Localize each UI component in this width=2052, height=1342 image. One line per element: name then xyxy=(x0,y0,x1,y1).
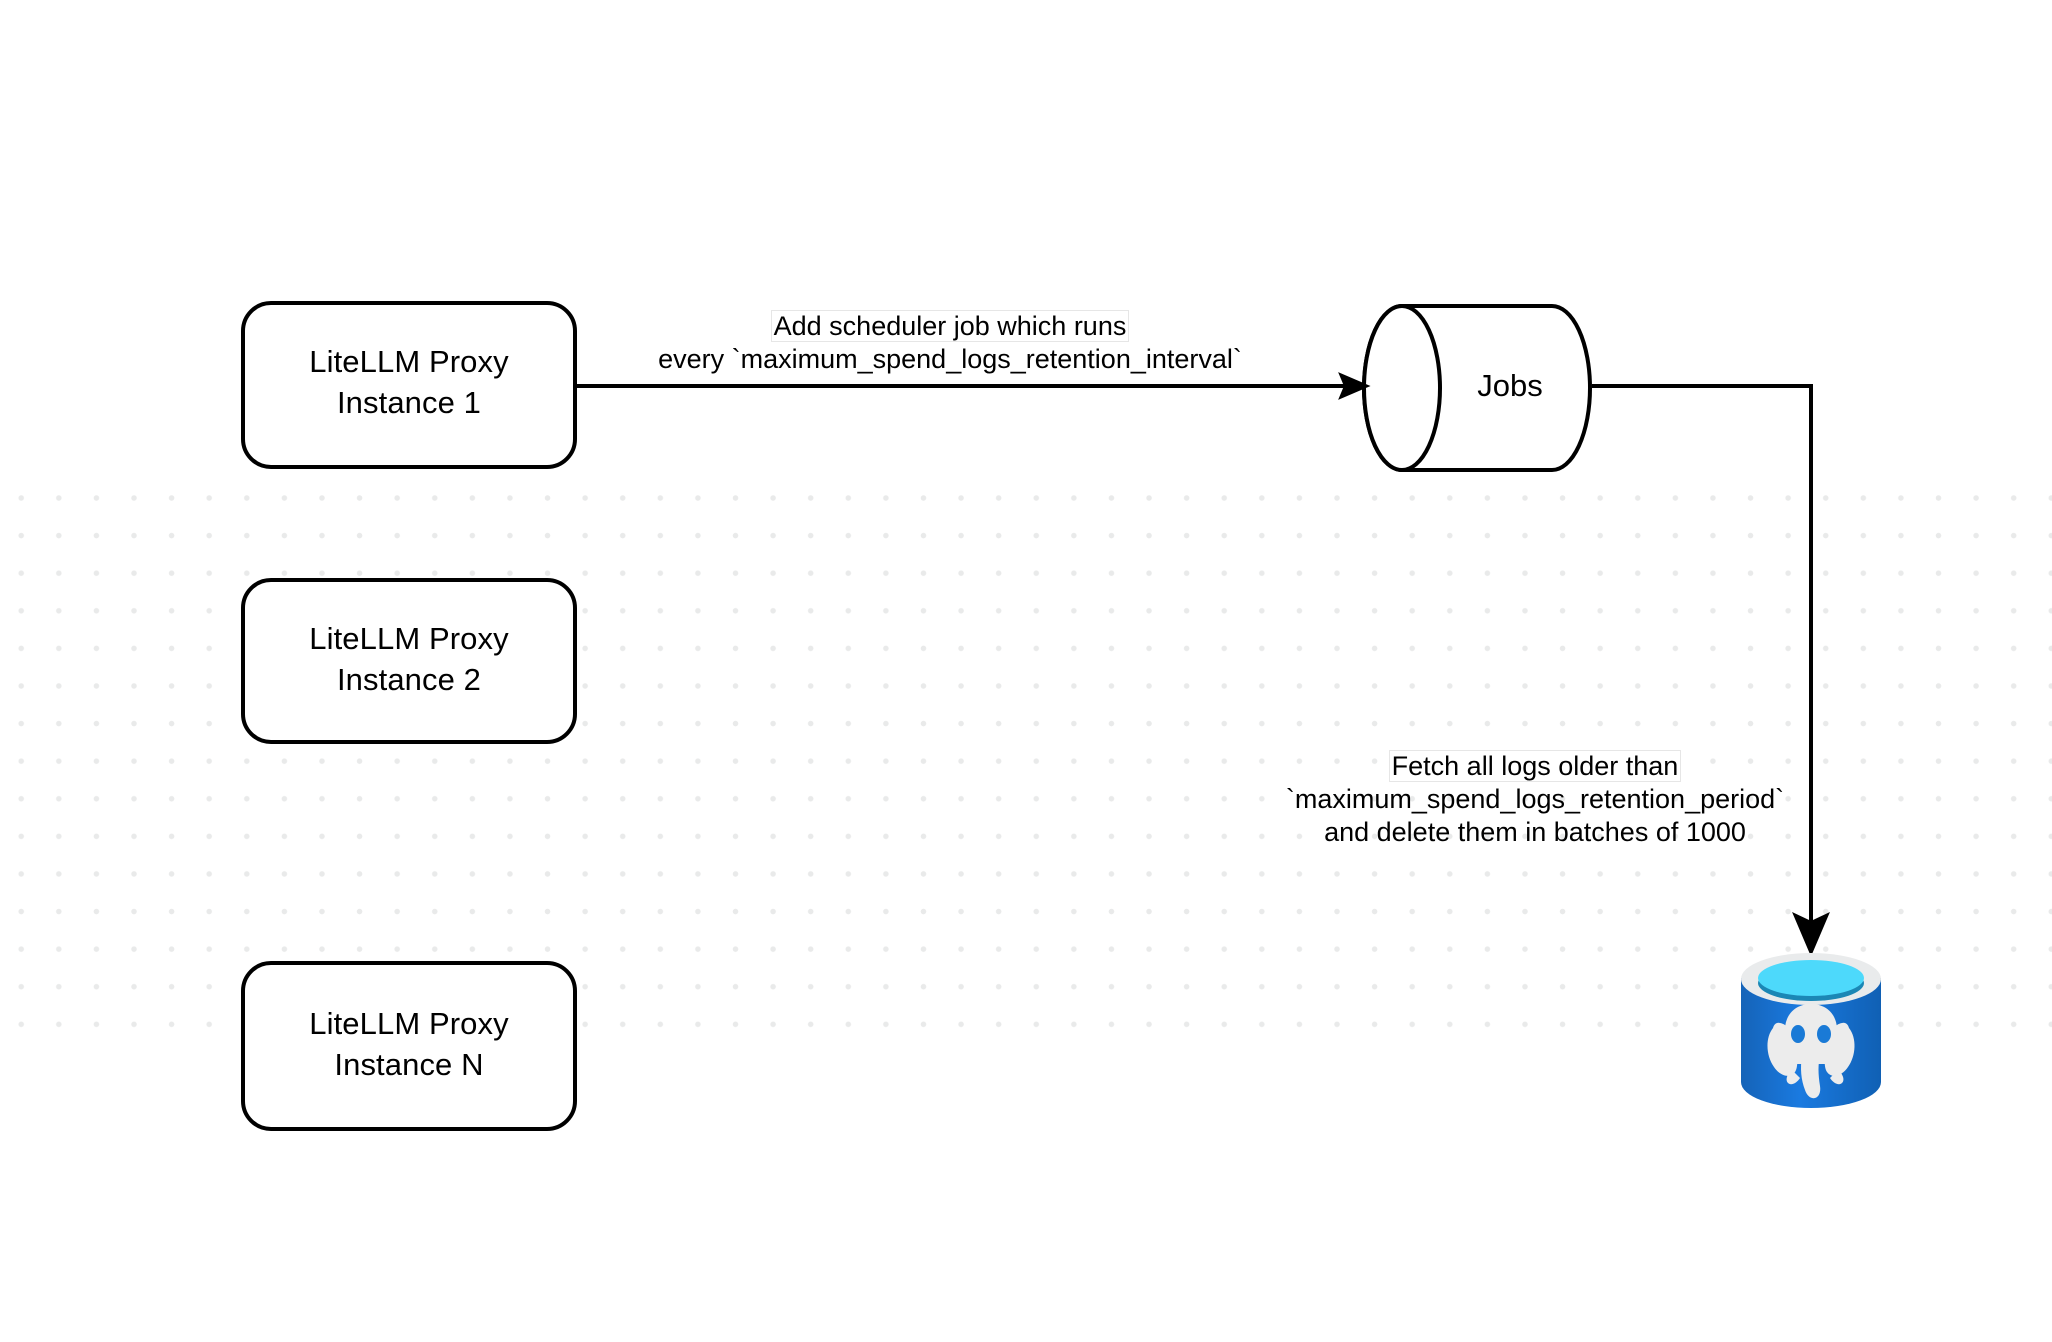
postgres-liquid xyxy=(1758,960,1864,996)
node-jobs-shape[interactable] xyxy=(1362,304,1592,472)
edge-jobs-postgres-arrow xyxy=(1592,384,1830,957)
postgres-elephant-icon xyxy=(1767,1004,1855,1099)
postgres-elephant-eyes xyxy=(1791,1025,1831,1043)
edge-scheduler-line-2: every `maximum_spend_logs_retention_inte… xyxy=(658,344,1242,374)
node-jobs-label: Jobs xyxy=(1477,368,1543,403)
edge-label-fetch: Fetch all logs older than `maximum_spend… xyxy=(1250,750,1820,849)
edge-scheduler-line-1: Add scheduler job which runs xyxy=(771,311,1129,341)
edge-fetch-line-1: Fetch all logs older than xyxy=(1389,751,1681,781)
node-proxy-2-shape[interactable] xyxy=(241,578,577,744)
node-proxy-1-shape[interactable] xyxy=(241,301,577,469)
edge-proxy1-jobs-arrow xyxy=(575,372,1371,400)
edge-fetch-line-2: `maximum_spend_logs_retention_period` xyxy=(1285,784,1785,814)
edge-fetch-line-3: and delete them in batches of 1000 xyxy=(1324,817,1746,847)
postgresql-database-icon[interactable] xyxy=(1735,952,1887,1112)
edge-label-scheduler: Add scheduler job which runs every `maxi… xyxy=(600,310,1300,376)
node-proxy-n-shape[interactable] xyxy=(241,961,577,1131)
